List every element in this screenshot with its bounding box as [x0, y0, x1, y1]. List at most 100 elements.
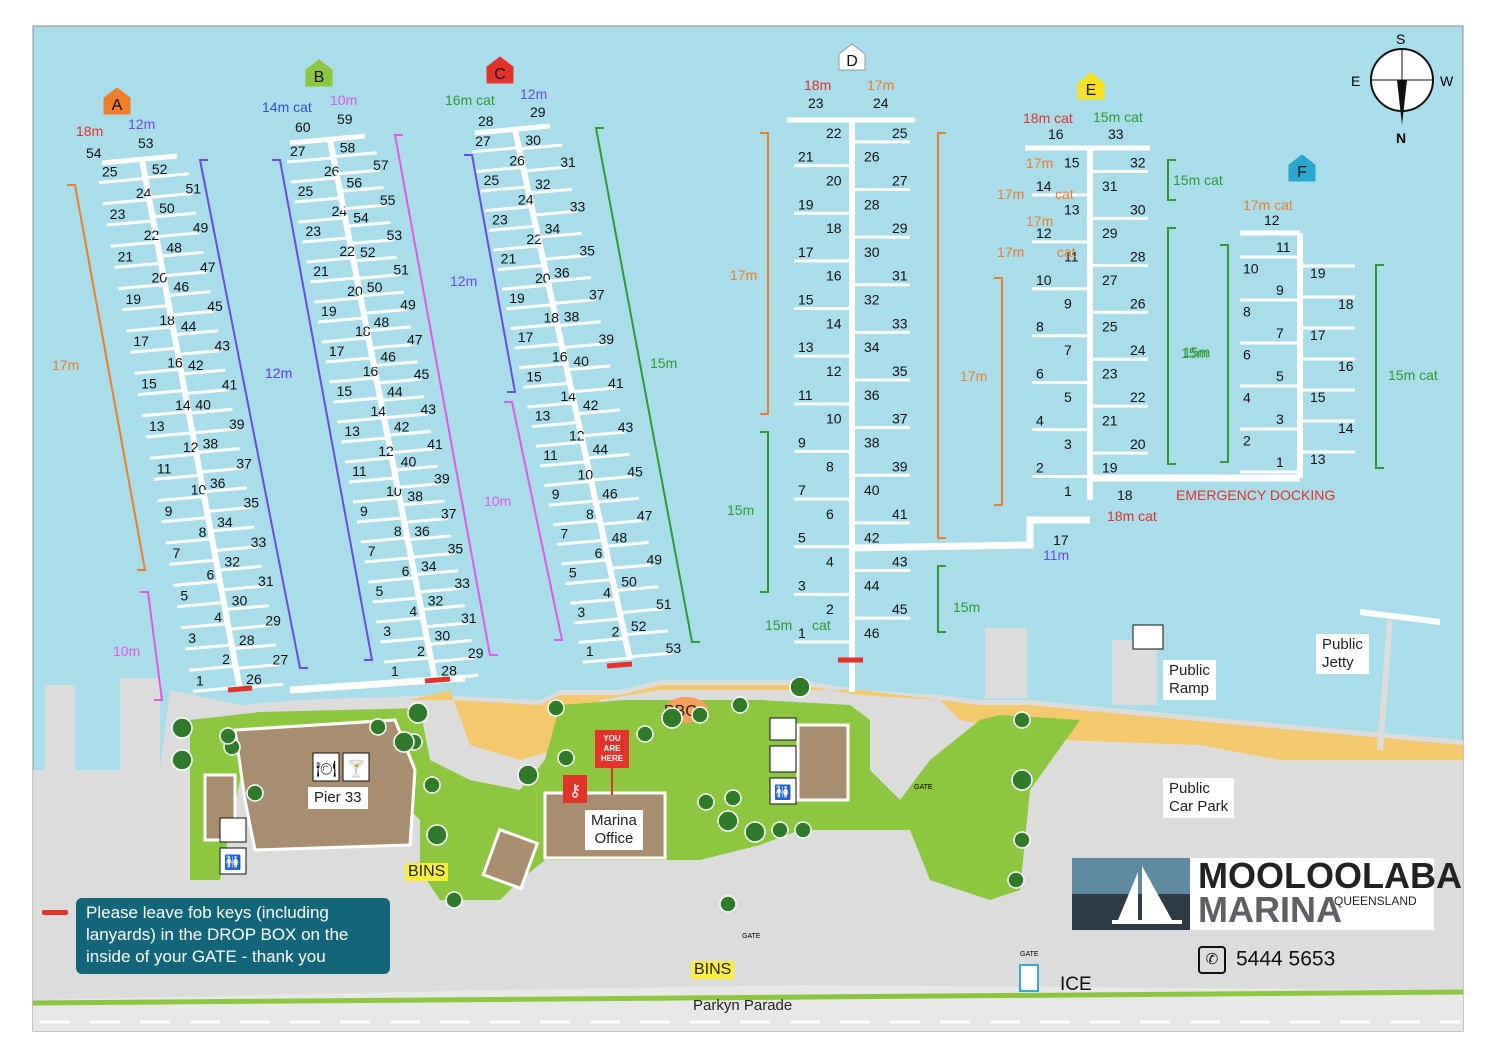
pierB-berth-32: 32 — [428, 593, 444, 609]
tree-icon — [171, 749, 193, 771]
pierA-berth-10: 10 — [191, 482, 207, 498]
pierA-finger-left — [98, 177, 145, 185]
pierB-berth-41: 41 — [427, 436, 443, 452]
here-label: HERE — [601, 754, 624, 763]
boat-ramp-icon — [1132, 624, 1164, 650]
pier-e-berth-30: 30 — [1130, 201, 1146, 217]
pierC-finger-right — [546, 276, 592, 284]
pierA-finger-left — [130, 346, 176, 354]
pierB-berth-38: 38 — [407, 488, 423, 504]
bins-label-1: BINS — [405, 863, 449, 881]
pier-e-berth-8: 8 — [1036, 319, 1044, 335]
pier-e-size-1: 17m — [997, 186, 1024, 202]
dining-glyph: 🍽 — [316, 760, 336, 778]
pier-d-berth-13: 13 — [798, 339, 814, 355]
pierB-berth-37: 37 — [441, 506, 457, 522]
pierC-berth-25: 25 — [484, 172, 500, 188]
pier-d-berth-43: 43 — [892, 554, 908, 570]
pierA-berth-37: 37 — [236, 455, 252, 471]
pierC-head — [474, 123, 551, 136]
pierA-berth-16: 16 — [167, 354, 183, 370]
tree-icon — [731, 696, 749, 714]
pierA-finger-left — [185, 643, 231, 651]
pier-b: 2726252423222120191817161514131211109876… — [262, 59, 498, 684]
pier-e-berth-20: 20 — [1130, 436, 1146, 452]
pierA-berth-14: 14 — [175, 397, 191, 413]
pier-e-bracket-top — [1167, 159, 1176, 201]
pierC-berth-22: 22 — [526, 231, 542, 247]
pier-d-top-right-size: 17m — [867, 77, 894, 93]
tree-icon — [1007, 871, 1025, 889]
pierB-berth-22: 22 — [339, 243, 355, 259]
public-car-park-label: Public Car Park — [1163, 778, 1235, 818]
pier-f-side-15m: 15m — [1181, 345, 1208, 361]
pier-e-berth-17: 17 — [1053, 532, 1069, 548]
pier-f-berth-17: 17 — [1310, 327, 1326, 343]
car-park-line2: Car Park — [1169, 798, 1229, 815]
pierA-berth-31: 31 — [258, 573, 274, 589]
pierC-finger-left — [561, 558, 607, 566]
pierC-finger-left — [489, 224, 535, 232]
pier-e-side-15m: 15m — [1183, 344, 1210, 360]
pier-f-berth-11: 11 — [1276, 239, 1291, 255]
pierB-berth-53: 53 — [387, 227, 403, 243]
pier-e-bracket-15m — [1167, 227, 1176, 465]
pier-e-berth-23: 23 — [1102, 366, 1118, 382]
pierA-berth-29: 29 — [265, 612, 281, 628]
pierC-berth-6: 6 — [595, 545, 603, 561]
pier-d-cat-size: 15m — [765, 617, 792, 633]
pierC-finger-right — [613, 585, 659, 593]
pierC-berth-19: 19 — [509, 290, 525, 306]
pierB-berth-13: 13 — [344, 423, 360, 439]
pier-e-berth-11: 11 — [1064, 248, 1079, 264]
pierC-finger-right — [598, 518, 644, 526]
pierA-berth-4: 4 — [214, 609, 222, 625]
pierA-berth-7: 7 — [173, 545, 181, 561]
pierC-finger-right — [589, 474, 635, 482]
pier-a-top-right-size: 12m — [128, 116, 155, 132]
pierC-finger-left — [552, 519, 599, 527]
pierC-berth-50: 50 — [621, 574, 637, 590]
pierB-berth-14: 14 — [371, 403, 387, 419]
pierB-finger-left — [314, 296, 360, 304]
pier-e-berth-3: 3 — [1064, 436, 1072, 452]
pierC-finger-right — [565, 364, 611, 372]
pierC-berth-5: 5 — [569, 565, 577, 581]
pierC-berth-3: 3 — [577, 604, 585, 620]
pierB-finger-right — [392, 464, 438, 472]
pier-d-berth-35: 35 — [892, 363, 908, 379]
key-glyph: ⚷ — [569, 781, 581, 800]
phone-icon: ✆ — [1198, 946, 1226, 974]
pier-e-berth-9: 9 — [1064, 295, 1072, 311]
pierC-finger-left — [501, 283, 548, 291]
pierC-finger-right — [541, 253, 587, 261]
pierC-finger-right — [522, 165, 568, 173]
logo-state: QUEENSLAND — [1334, 894, 1417, 908]
pier-b-top-left-size: 14m cat — [262, 99, 312, 115]
public-ramp-line2: Ramp — [1169, 680, 1210, 697]
gate-label-1: GATE — [914, 784, 933, 791]
pierA-berth-25: 25 — [102, 164, 118, 180]
pierC-finger-left — [548, 499, 594, 507]
pier-f-berth-16: 16 — [1338, 358, 1354, 374]
pierC-berth-53: 53 — [666, 640, 682, 656]
tree-icon — [744, 821, 766, 843]
pierB-berth-58: 58 — [340, 140, 356, 156]
ramp-structure — [1112, 640, 1157, 705]
tree-icon — [407, 702, 429, 724]
pier-e-berth-12: 12 — [1036, 225, 1052, 241]
pierB-berth-25: 25 — [298, 183, 314, 199]
pier-f-berth-4: 4 — [1243, 390, 1251, 406]
pierA-finger-left — [122, 304, 168, 312]
pierB-berth-55: 55 — [380, 192, 396, 208]
pierC-finger-right — [517, 143, 563, 151]
phone-number[interactable]: ✆5444 5653 — [1198, 946, 1335, 974]
pier-d-berth-8: 8 — [826, 458, 834, 474]
pierB-berth-8: 8 — [394, 523, 402, 539]
tree-icon — [1013, 831, 1031, 849]
pierA-finger-left — [181, 622, 227, 630]
pier-f-berth-19: 19 — [1310, 265, 1326, 281]
pierC-finger-left — [480, 185, 526, 193]
pier-d-berth-45: 45 — [892, 601, 908, 617]
pierC-finger-left — [557, 538, 603, 546]
